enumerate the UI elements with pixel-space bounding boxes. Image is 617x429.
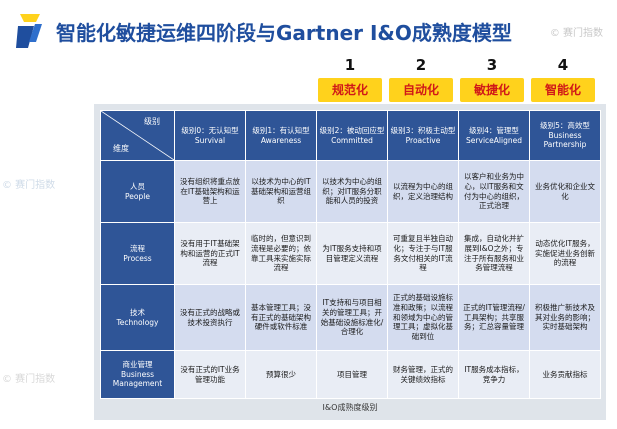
table-cell: 没有组织将重点放在IT基础架构和运营上	[174, 160, 246, 223]
stage-label-1: 规范化	[318, 78, 382, 102]
table-cell: 积极推广新技术及其对业务的影响；实时基础架构	[529, 284, 601, 351]
stage-label-2: 自动化	[389, 78, 453, 102]
table-cell: 动态优化IT服务，实施促进业务创新的流程	[529, 222, 601, 285]
table-cell: 业务优化和企业文化	[529, 160, 601, 223]
stage-label-4: 智能化	[531, 78, 595, 102]
table-cell: 基本管理工具；没有正式的基础架构硬件或软件标准	[245, 284, 317, 351]
table-cell: 财务管理，正式的关键绩效指标	[387, 350, 459, 399]
page-title: 智能化敏捷运维四阶段与Gartner I&O成熟度模型	[56, 21, 512, 45]
table-cell: 可重复且半独自动化；专注于与IT服务文付相关的IT流程	[387, 222, 459, 285]
table-cell: 以技术为中心的IT基础架构和运营组织	[245, 160, 317, 223]
stage-number-1: 1	[344, 56, 356, 74]
table-cell: 预算很少	[245, 350, 317, 399]
table-cell: 没有正式的战略或技术投资执行	[174, 284, 246, 351]
corner-diagonal-line	[101, 111, 174, 160]
stage-label-3: 敏捷化	[460, 78, 524, 102]
table-cell: 没有正式的IT业务管理功能	[174, 350, 246, 399]
stage-number-3: 3	[486, 56, 498, 74]
table-cell: 以流程为中心的组织，定义治理结构	[387, 160, 459, 223]
table-cell: 正式的基础设施标准和政策；以流程和领域为中心的管理工具；虚拟化基础到位	[387, 284, 459, 351]
table-footer-label: I&O成熟度级别	[322, 403, 378, 412]
table-cell: 业务贡献指标	[529, 350, 601, 399]
corner-bottom-label: 维度	[113, 143, 129, 153]
table-cell: 为IT服务支持和项目管理定义流程	[316, 222, 388, 285]
stage-number-2: 2	[415, 56, 427, 74]
table-cell: 项目管理	[316, 350, 388, 399]
table-cell: 集成，自动化并扩展到I&O之外；专注于所有服务和业务管理流程	[458, 222, 530, 285]
corner-top-label: 级别	[144, 117, 160, 126]
table-cell: 没有用于IT基础架构和运营的正式IT流程	[174, 222, 246, 285]
table-corner-cell: 级别 维度	[100, 110, 175, 161]
company-logo-icon	[16, 14, 42, 48]
table-cell: 以技术为中心的组织；对IT服务分职能和人员的投资	[316, 160, 388, 223]
watermark: © 赛门指数	[2, 374, 56, 385]
table-cell: IT支持和与项目相关的管理工具；开始基础设施标准化/合理化	[316, 284, 388, 351]
table-cell: 临时的，但意识到流程是必要的；依靠工具来实施实际流程	[245, 222, 317, 285]
stage-number-4: 4	[557, 56, 569, 74]
table-cell: 以客户和业务为中心，以IT服务和文付为中心的组织，正式治理	[458, 160, 530, 223]
watermark: © 赛门指数	[2, 180, 56, 191]
table-cell: 正式的IT管理流程/工具架构；共享服务；汇总容量管理	[458, 284, 530, 351]
watermark: © 赛门指数	[549, 28, 603, 39]
table-cell: IT服务成本指标，竞争力	[458, 350, 530, 399]
